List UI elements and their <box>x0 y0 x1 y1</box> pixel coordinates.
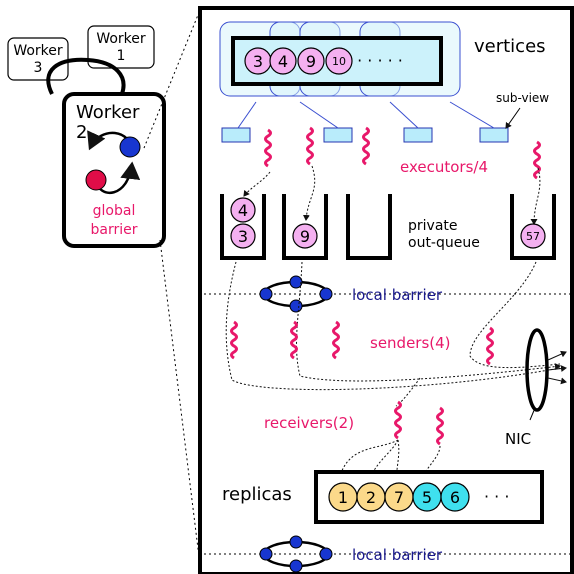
global-barrier-label-1: global <box>93 203 136 219</box>
worker-1-title: Worker <box>96 31 146 47</box>
replica-5: 5 <box>412 482 442 512</box>
worker-2-box: Worker 2 global barrier <box>62 92 166 248</box>
sender-thread-2 <box>290 320 298 360</box>
nic-label: NIC <box>505 430 531 448</box>
private-queue-label-2: out-queue <box>408 235 480 251</box>
queue-item-9: 9 <box>292 223 318 249</box>
executor-threads <box>264 126 541 180</box>
replica-6: 6 <box>440 482 470 512</box>
receiver-thread-1 <box>394 400 402 440</box>
queue-item-57: 57 <box>520 223 546 249</box>
executor-thread-2 <box>306 126 314 166</box>
global-barrier-node-red <box>85 169 107 191</box>
global-barrier-node-blue <box>119 136 141 158</box>
queue-item-3-label: 3 <box>238 227 248 246</box>
receiver-to-replica-arrows <box>338 439 441 481</box>
replica-7-label: 7 <box>394 488 404 507</box>
replica-7: 7 <box>384 482 414 512</box>
local-barrier-top-symbol <box>259 275 333 313</box>
vertex-10-label: 10 <box>332 55 346 68</box>
queue-item-4: 4 <box>230 197 256 223</box>
local-barrier-bottom-symbol <box>259 535 333 573</box>
queue-item-9-label: 9 <box>300 227 310 246</box>
executor-thread-1 <box>264 128 272 168</box>
vertices-label: vertices <box>474 36 546 57</box>
queue-items: 4 3 9 57 <box>230 197 546 249</box>
sub-view-connectors <box>237 101 495 129</box>
vertex-9-label: 9 <box>306 52 316 71</box>
nic-outgoing-arrows <box>547 350 567 385</box>
sender-thread-4 <box>486 326 494 366</box>
receiver-threads <box>394 400 444 446</box>
executors-label: executors/4 <box>400 158 488 176</box>
nic-icon <box>525 328 549 412</box>
worker-2-title: Worker <box>76 102 140 123</box>
sub-view-boxes <box>221 127 509 143</box>
executor-thread-4 <box>533 140 541 180</box>
worker-3-number: 3 <box>34 60 43 76</box>
local-barrier-bottom-label: local barrier <box>352 546 443 564</box>
vertex-10: 10 <box>325 47 353 75</box>
local-barrier-top-label: local barrier <box>352 286 443 304</box>
vertex-ellipsis: · · · · · <box>357 51 403 70</box>
sender-paths <box>225 261 561 407</box>
replicas-label: replicas <box>222 484 292 505</box>
replica-2-label: 2 <box>366 488 376 507</box>
queue-item-4-label: 4 <box>238 201 248 220</box>
replica-2: 2 <box>356 482 386 512</box>
sender-thread-3 <box>332 320 340 360</box>
replica-1-label: 1 <box>338 488 348 507</box>
replica-5-label: 5 <box>422 488 432 507</box>
senders-label: senders(4) <box>370 334 451 352</box>
vertex-4-label: 4 <box>278 52 288 71</box>
queue-item-3: 3 <box>230 223 256 249</box>
sender-threads <box>230 320 494 366</box>
replica-1: 1 <box>328 482 358 512</box>
queue-item-57-label: 57 <box>526 230 540 243</box>
executor-to-queue-arrows <box>243 165 541 225</box>
replica-6-label: 6 <box>450 488 460 507</box>
vertex-3-label: 3 <box>253 52 263 71</box>
replica-ellipsis: · · · <box>484 487 509 506</box>
worker-ring <box>46 57 126 95</box>
worker-detail-panel <box>198 6 574 574</box>
executor-thread-3 <box>362 126 370 166</box>
sub-view-label: sub-view <box>496 91 549 105</box>
worker-3-title: Worker <box>13 43 63 59</box>
private-queue-label-1: private <box>408 218 458 234</box>
receiver-thread-2 <box>436 406 444 446</box>
worker-1-number: 1 <box>117 48 126 64</box>
sender-thread-1 <box>230 320 238 360</box>
vertex-9: 9 <box>297 47 325 75</box>
worker-1-box: Worker 1 <box>87 25 155 69</box>
vertex-4: 4 <box>269 47 297 75</box>
vertex-3: 3 <box>244 47 272 75</box>
global-barrier-label-2: barrier <box>91 222 138 238</box>
zoom-line-bottom <box>159 239 201 566</box>
receivers-label: receivers(2) <box>264 414 354 432</box>
worker-2-number: 2 <box>76 122 87 143</box>
worker-3-box: Worker 3 <box>7 37 69 81</box>
private-out-queues <box>220 194 556 260</box>
